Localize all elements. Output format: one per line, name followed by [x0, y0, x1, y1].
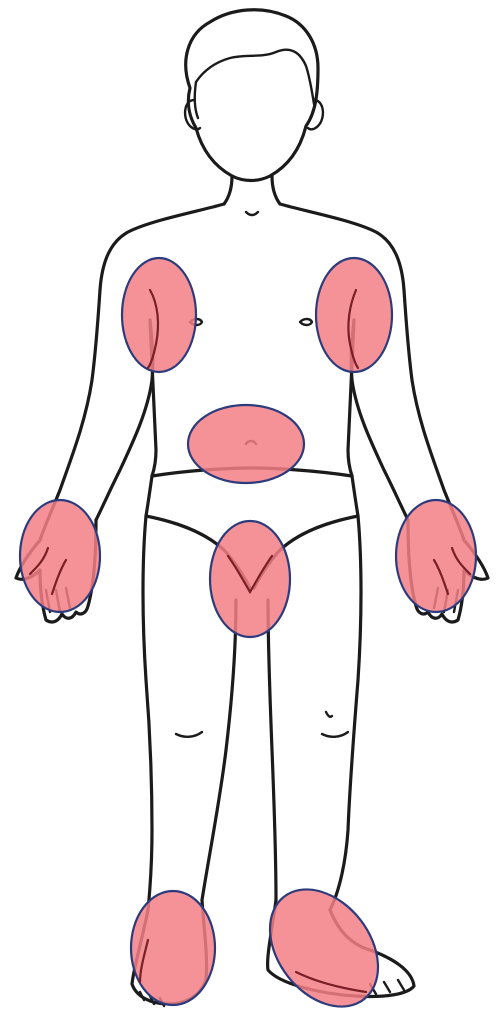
region-left-foot [248, 868, 401, 1017]
region-left-hand [396, 500, 476, 612]
region-right-foot [131, 891, 215, 1005]
region-umbilical [188, 405, 304, 483]
region-right-hand [20, 500, 100, 612]
region-groin [210, 521, 290, 637]
region-left-axilla [316, 258, 392, 372]
highlighted-regions [20, 258, 476, 1017]
torso [40, 176, 464, 540]
region-right-axilla [122, 258, 196, 372]
head [185, 10, 323, 181]
